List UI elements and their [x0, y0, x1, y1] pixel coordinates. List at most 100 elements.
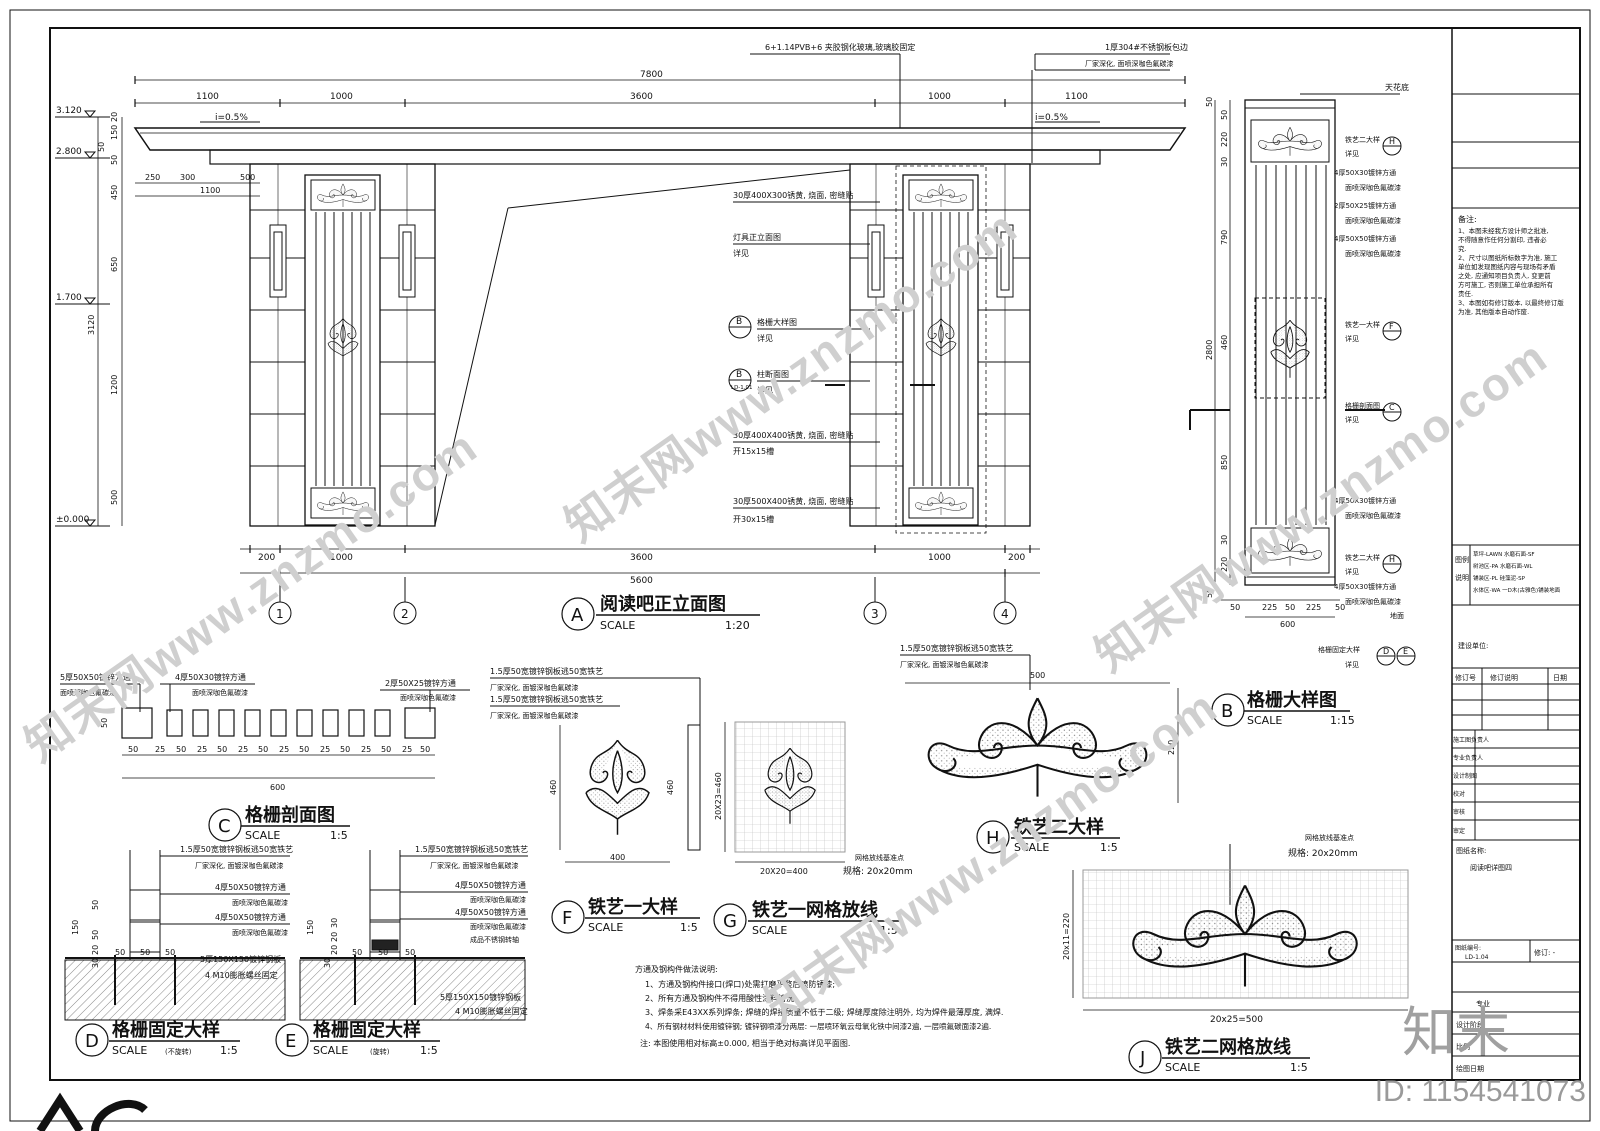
detail-dim: 20x25=500: [1210, 1015, 1263, 1025]
grid-spec: 规格: 20x20mm: [1288, 847, 1358, 859]
dim-small: 300: [180, 173, 195, 182]
grille-callouts: 铁艺二大样 H 详见 4厚50X30镀锌方通 面喷深咖色氟碳漆 2厚50X25镀…: [1318, 135, 1416, 669]
remark-line: 之处, 应通知项目负责人, 变更前: [1458, 271, 1551, 280]
grille-note: 4厚50X30镀锌方通: [1334, 582, 1396, 591]
dim-vert: 3120: [87, 315, 96, 335]
section-note: 2厚50X25镀锌方通: [385, 678, 456, 688]
view-tag: F: [562, 908, 572, 929]
view-title: 铁艺一网格放线: [752, 899, 878, 921]
grille-note: 面喷深咖色氟碳漆: [1345, 216, 1401, 225]
notes-item: 2、所有方通及钢构件不得用酸性涂料清洗;: [645, 993, 797, 1003]
dim-top: 1100: [1065, 92, 1088, 102]
detail-dim: 400: [610, 853, 625, 862]
general-notes: 方通及钢构件做法说明: 1、方通及钢构件接口(焊口)处需打磨平整后喷防锈漆; 2…: [635, 964, 1003, 1048]
detail-note: 厂家深化, 面镀深咖色氟碳漆: [195, 861, 283, 870]
detail-note: 4厚50X50镀锌方通: [455, 907, 526, 917]
dim-vert: 20: [110, 112, 119, 122]
section-dim: 50: [217, 745, 227, 754]
dim-top: 1100: [196, 92, 219, 102]
detail-note: 面喷深咖色氟碳漆: [470, 895, 526, 904]
remark-line: 为准, 其他版本自动作废.: [1458, 307, 1529, 316]
detail-dim: 20X20=400: [760, 867, 808, 876]
dim-vert: 650: [110, 257, 119, 272]
scale-value: 1:5: [880, 924, 898, 937]
grille-dim: 220: [1220, 132, 1229, 147]
title-block: 备注: 1、本图未经我方设计师之批准, 不得随意作任何分割印, 违者必 究. 2…: [1451, 28, 1580, 1080]
scale-label: SCALE: [588, 921, 623, 934]
grille-note: 详见: [1345, 149, 1359, 158]
slope-left: i=0.5%: [215, 113, 248, 123]
section-dim: 25: [197, 745, 207, 754]
tag-letter: B: [736, 317, 742, 327]
dim-top: 1000: [330, 92, 353, 102]
detail-dim: 20: [330, 932, 339, 942]
scale-label: SCALE: [313, 1044, 348, 1057]
ornament-bot-right: [915, 491, 967, 516]
partial-heading-glyph: [36, 1092, 148, 1131]
scale-value: 1:5: [330, 829, 348, 842]
notes-item: 1、方通及钢构件接口(焊口)处需打磨平整后喷防锈漆;: [645, 979, 835, 989]
level-label: ±0.000: [56, 515, 90, 525]
view-tag: A: [571, 605, 584, 626]
tag-letter: B: [736, 370, 742, 380]
axis-label: 2: [401, 607, 409, 621]
legend-label-2: 说明: [1455, 573, 1469, 582]
grille-bottom-dim: 50: [1285, 603, 1295, 612]
grille-dim: 850: [1220, 455, 1229, 470]
callout-note: 格栅大样图: [757, 317, 797, 327]
level-marks: [55, 110, 110, 527]
detail-dim: 50: [165, 948, 175, 957]
bottom-row-label: 比例: [1456, 1042, 1470, 1051]
axis-markers: [268, 577, 1017, 625]
role-label: 设计制图: [1453, 772, 1477, 780]
grille-dim: 460: [1220, 335, 1229, 350]
grille-tag: H: [1389, 137, 1395, 146]
callout-note: 详见: [757, 385, 773, 395]
floor-label: 地面: [1390, 611, 1404, 620]
dim-bottom: 1000: [928, 553, 951, 563]
scale-value: 1:5: [220, 1044, 238, 1057]
scale-value: 1:15: [1330, 714, 1355, 727]
dim-bottom: 200: [1008, 553, 1025, 563]
notes-heading: 方通及钢构件做法说明:: [635, 964, 718, 974]
grille-note: 面喷深咖色氟碳漆: [1345, 249, 1401, 258]
grille-note: 详见: [1345, 334, 1359, 343]
detail-dim: 20X23=460: [714, 772, 723, 820]
sheet-outer-border: [9, 9, 1591, 1122]
elevation-a: 7800 1100 1000 3600 1000 1100 i=0.5% i=0…: [55, 42, 1188, 632]
role-label: 审核: [1453, 808, 1465, 816]
grille-note: 铁艺二大样: [1345, 135, 1380, 144]
section-dim: 25: [238, 745, 248, 754]
grille-note: 面喷深咖色氟碳漆: [1345, 511, 1401, 520]
detail-note: 5厚150X150镀锌钢板: [440, 992, 521, 1002]
scale-note: (不旋转): [165, 1047, 192, 1056]
role-label: 校对: [1453, 790, 1465, 798]
detail-note: 1.5厚50宽镀锌钢板逃50宽铁艺: [900, 643, 1013, 653]
section-dim: 25: [155, 745, 165, 754]
view-title: 铁艺一大样: [588, 896, 678, 918]
detail-dim: 150: [71, 920, 80, 935]
detail-dim: 30: [91, 958, 100, 968]
ornament-mid-right: [925, 318, 957, 364]
view-tag: C: [218, 816, 231, 837]
callout-note: 开15x15槽: [733, 446, 774, 456]
section-note: 4厚50X30镀锌方通: [175, 672, 246, 682]
grille-bottom-dim: 225: [1306, 603, 1321, 612]
dim-small: 250: [145, 173, 160, 182]
view-title: 格栅剖面图: [245, 804, 335, 826]
view-title: 格栅固定大样: [313, 1019, 421, 1041]
section-dim: 25: [320, 745, 330, 754]
level-label: 3.120: [56, 106, 82, 116]
role-label: 施工图负责人: [1453, 736, 1489, 744]
detail-note: 4厚50X50镀锌方通: [215, 912, 286, 922]
dim-top: 7800: [640, 70, 663, 80]
canopy-soffit: [209, 149, 1101, 165]
grille-dim: 220: [1220, 557, 1229, 572]
drawing-name-label: 图纸名称:: [1456, 846, 1486, 855]
ornament-top-right: [915, 183, 967, 208]
grille-note: 详见: [1345, 415, 1359, 424]
axis-label: 4: [1001, 607, 1009, 621]
scale-value: 1:5: [680, 921, 698, 934]
remarks-lines: 1、本图未经我方设计师之批准, 不得随意作任何分割印, 违者必 究. 2、尺寸以…: [1458, 226, 1564, 316]
legend-line: 水体区-WA 一D木(古雅色)铺装地面: [1473, 586, 1561, 594]
